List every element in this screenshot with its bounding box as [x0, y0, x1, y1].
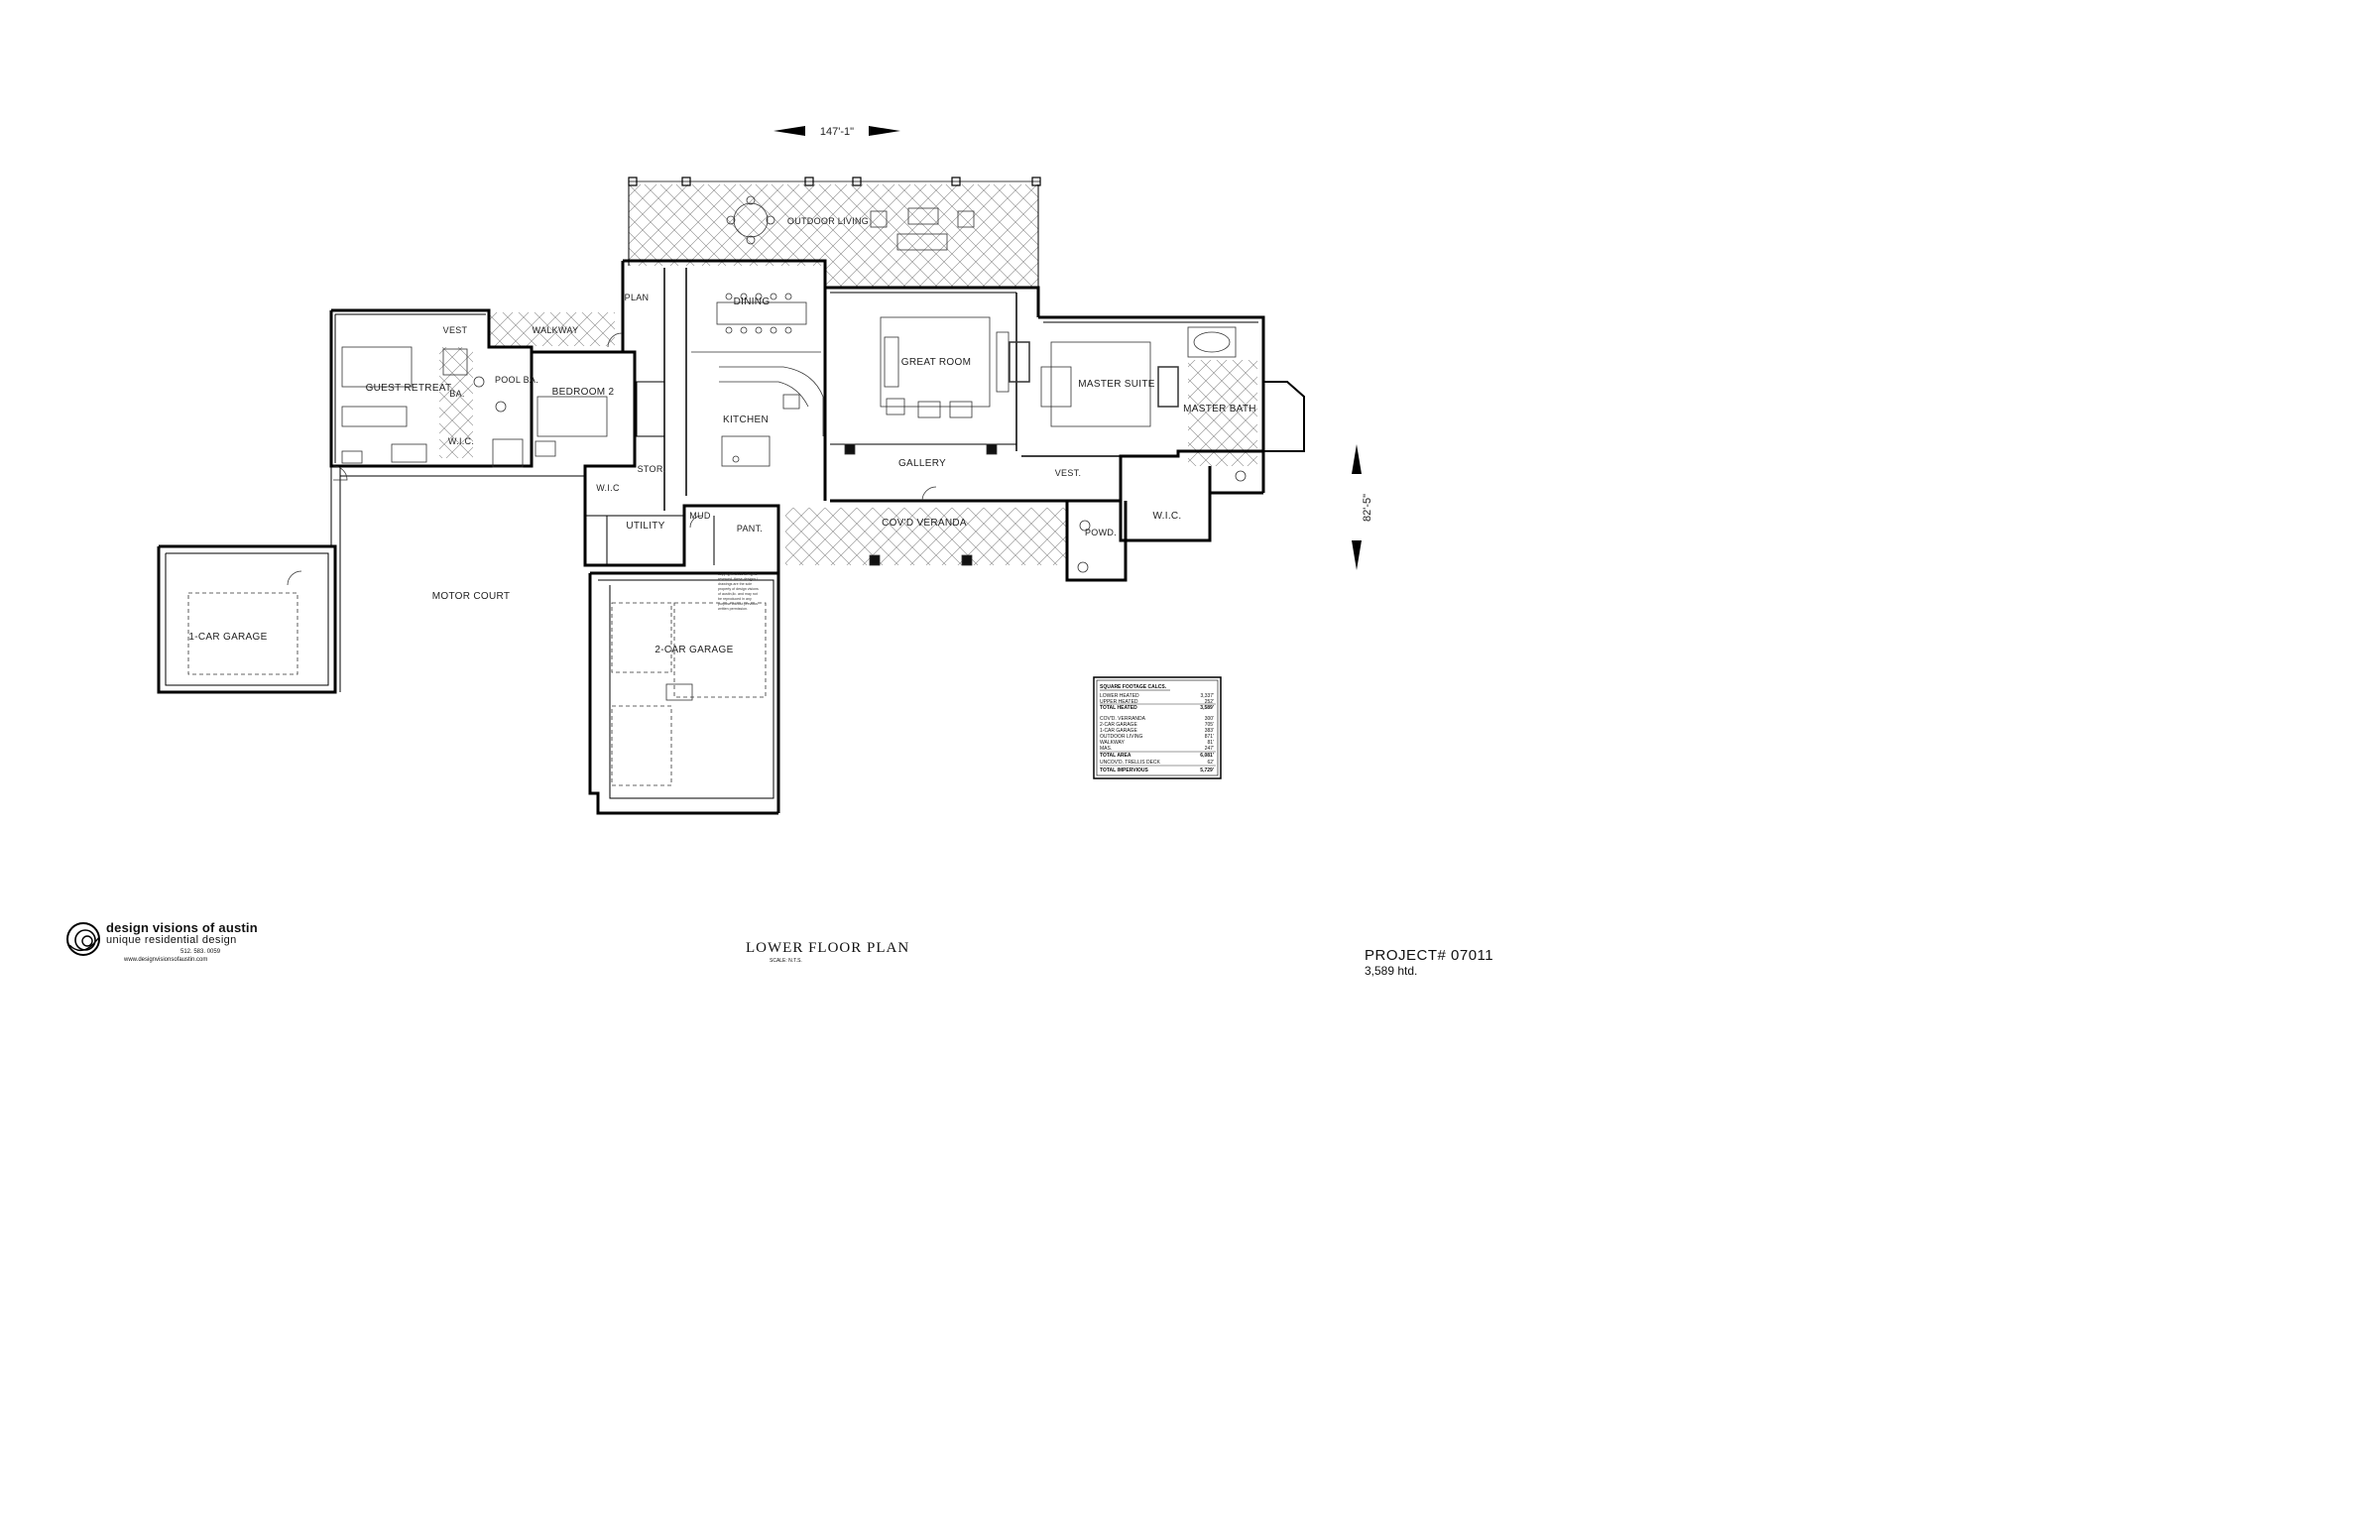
company-website: www.designvisionsofaustin.com	[124, 957, 208, 963]
drawing-text: property of design visions	[718, 587, 759, 591]
drawing-text: 300'	[1205, 716, 1214, 722]
label-kitchen: KITCHEN	[723, 415, 769, 425]
width-dimension: 147'-1"	[774, 126, 900, 138]
room-labels: OUTDOOR LIVING WALKWAY VEST PLAN DINING …	[188, 216, 1255, 655]
drawing-text: 5,729'	[1200, 768, 1214, 773]
label-plan: PLAN	[625, 293, 650, 302]
label-outdoor-living: OUTDOOR LIVING	[787, 216, 869, 226]
label-master-bath: MASTER BATH	[1183, 404, 1256, 415]
drawing-text: TOTAL HEATED	[1100, 705, 1137, 711]
project-heated-area: 3,589 htd.	[1365, 964, 1418, 978]
depth-dimension: 82'-5"	[1352, 444, 1373, 570]
drawing-text: 3,589'	[1200, 705, 1214, 711]
drawing-text: 2-CAR GARAGE	[1100, 722, 1137, 728]
drawing-text: purpose without previous	[718, 602, 758, 606]
drawing-text: written permission.	[718, 607, 748, 611]
label-gallery: GALLERY	[898, 458, 946, 469]
label-ba: BA.	[449, 389, 464, 399]
sqft-heading: SQUARE FOOTAGE CALCS.	[1100, 684, 1167, 690]
drawing-text: LOWER HEATED	[1100, 693, 1139, 699]
label-utility: UTILITY	[626, 521, 664, 532]
drawing-text: TOTAL AREA	[1100, 753, 1131, 759]
drawing-text: 247'	[1205, 746, 1214, 752]
drawing-text: 62'	[1207, 760, 1214, 766]
drawing-text: TOTAL IMPERVIOUS	[1100, 768, 1148, 773]
label-bedroom-2: BEDROOM 2	[552, 387, 615, 398]
label-master-suite: MASTER SUITE	[1078, 379, 1155, 390]
drawing-text: be reproduced in any	[718, 597, 752, 601]
label-walkway: WALKWAY	[533, 325, 579, 335]
interior-details	[187, 293, 1247, 786]
company-phone: 512. 583. 0059	[180, 949, 221, 955]
project-number: PROJECT# 07011	[1365, 947, 1494, 964]
label-1-car-garage: 1-CAR GARAGE	[188, 632, 267, 643]
drawing-text: of austin,llc. and may not	[718, 592, 758, 596]
label-powd: POWD.	[1085, 528, 1117, 537]
copyright-note: copyright©2016 all rights reserved. thes…	[718, 572, 759, 611]
drawing-text: MAS.	[1100, 746, 1112, 752]
label-wic-master: W.I.C.	[1152, 511, 1181, 522]
square-footage-table: SQUARE FOOTAGE CALCS. LOWER HEATED 3,337'…	[1093, 676, 1222, 779]
drawing-text: 6,081'	[1200, 753, 1214, 759]
company-name: design visions of austin	[106, 920, 258, 935]
exterior-walls	[157, 259, 1305, 815]
company-tagline: unique residential design	[106, 934, 237, 946]
label-wic-guest: W.I.C.	[448, 436, 474, 446]
drawing-text: 1-CAR GARAGE	[1100, 728, 1137, 734]
drawing-text: 81'	[1207, 740, 1214, 746]
label-pool-ba: POOL BA.	[495, 375, 538, 385]
floor-plan-drawing: 147'-1" 82'-5"	[157, 126, 1373, 815]
drawing-text: 252'	[1205, 699, 1214, 705]
drawing-text: 871'	[1205, 734, 1214, 740]
label-guest-retreat: GUEST RETREAT	[366, 383, 452, 394]
label-wic-bed2: W.I.C	[596, 483, 620, 493]
label-great-room: GREAT ROOM	[901, 357, 971, 368]
drawing-text: OUTDOOR LIVING	[1100, 734, 1142, 740]
drawing-text: reserved. these designs /	[718, 577, 758, 581]
plan-scale: SCALE: N.T.S.	[770, 958, 802, 964]
drawing-text: UNCOV'D. TRELLIS DECK	[1100, 760, 1161, 766]
drawing-text: 3,337'	[1201, 693, 1215, 699]
label-pant: PANT.	[737, 524, 763, 533]
outdoor-furniture	[726, 195, 975, 251]
label-stor: STOR.	[638, 464, 666, 474]
drawing-text: WALKWAY	[1100, 740, 1125, 746]
hatched-areas	[439, 184, 1257, 565]
label-vest-left: VEST	[443, 325, 468, 335]
label-vest-right: VEST.	[1055, 468, 1082, 478]
depth-dimension-label: 82'-5"	[1362, 494, 1373, 522]
company-logo-block: design visions of austin unique resident…	[65, 919, 323, 969]
width-dimension-label: 147'-1"	[820, 126, 854, 138]
drawing-text: 705'	[1205, 722, 1214, 728]
label-mud: MUD	[689, 511, 711, 521]
label-dining: DINING	[734, 296, 771, 307]
outdoor-living-posts	[628, 177, 1041, 288]
label-covd-veranda: COV'D VERANDA	[882, 518, 967, 529]
label-motor-court: MOTOR COURT	[432, 591, 511, 602]
plan-title: LOWER FLOOR PLAN	[746, 940, 910, 956]
drawing-text: UPPER HEATED	[1100, 699, 1138, 705]
drawing-text: drawings are the sole	[718, 582, 752, 586]
drawing-text: COV'D. VERRANDA	[1100, 716, 1146, 722]
drawing-text: 383'	[1205, 728, 1214, 734]
drawing-text: copyright©2016 all rights	[718, 572, 758, 576]
label-2-car-garage: 2-CAR GARAGE	[654, 645, 733, 655]
company-swirl-icon	[66, 922, 100, 956]
